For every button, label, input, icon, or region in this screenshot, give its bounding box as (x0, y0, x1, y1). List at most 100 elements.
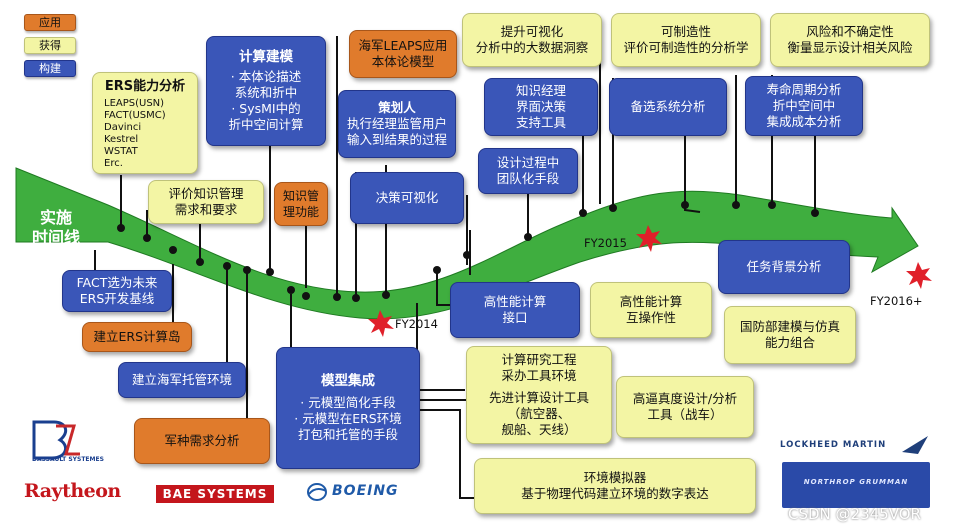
arrow-label-line: 实施 (39, 208, 72, 227)
logo-text: BOEING (332, 483, 399, 499)
timeline-dot (382, 291, 390, 299)
navy-hosting-box: 建立海军托管环境 (118, 362, 246, 398)
timeline-dot (223, 262, 231, 270)
box-title: 模型集成 (321, 373, 375, 389)
box-line: 能力组合 (764, 335, 815, 350)
risk-box: 风险和不确定性 衡量显示设计相关风险 (770, 13, 930, 67)
box-line: 海军LEAPS应用 (358, 38, 448, 53)
box-line: · 元模型在ERS环境 (294, 411, 402, 426)
box-line: 基于物理代码建立环境的数字表达 (521, 486, 709, 501)
timeline-dot (117, 224, 125, 232)
box-line: 需求和要求 (174, 202, 238, 217)
box-line: 分析中的大数据洞察 (475, 40, 589, 55)
box-line: 寿命周期分析 (766, 82, 842, 97)
logo-text: LOCKHEED MARTIN (780, 440, 887, 450)
legend-apply: 应用 (24, 14, 76, 31)
manufacturability-box: 可制造性 评价可制造性的分析学 (611, 13, 761, 67)
box-line: 支持工具 (515, 115, 566, 130)
list-item: Kestrel (104, 134, 139, 145)
decision-visualization-box: 决策可视化 (350, 172, 464, 224)
alternative-systems-box: 备选系统分析 (609, 78, 727, 136)
box-line: 知识管 (282, 189, 319, 203)
environment-simulator-box: 环境模拟器 基于物理代码建立环境的数字表达 (474, 458, 756, 514)
box-line: （航空器、 (507, 406, 571, 421)
box-line: 任务背景分析 (746, 259, 822, 274)
box-line: 评价知识管理 (168, 186, 244, 201)
box-line: · SysMI中的 (231, 101, 301, 116)
timeline-dot (609, 204, 617, 212)
timeline-dot (266, 268, 274, 276)
planner-box: 策划人 执行经理监管用户 输入到结果的过程 (338, 90, 456, 158)
box-line: 折中空间中 (772, 98, 836, 113)
arrow-label-line: 时间线 (31, 228, 80, 247)
box-line: 提升可视化 (500, 24, 564, 39)
boeing-globe-icon (307, 483, 327, 501)
connector (420, 409, 475, 499)
timeline-dot (433, 266, 441, 274)
box-line: 输入到结果的过程 (346, 132, 447, 147)
box-line: 计算研究工程 (501, 352, 577, 367)
service-requirement-box: 军种需求分析 (134, 418, 270, 464)
box-line: 集成成本分析 (766, 114, 842, 129)
milestone-fy2014: FY2014 (395, 317, 438, 331)
box-line: 采办工具环境 (501, 368, 577, 383)
milestone-star-fy2015 (636, 225, 662, 252)
box-line: 高性能计算 (619, 294, 683, 309)
hpc-interoperability-box: 高性能计算 互操作性 (590, 282, 712, 338)
box-line: 互操作性 (625, 310, 676, 325)
milestone-star-fy2014 (368, 310, 394, 337)
box-line: 先进计算设计工具 (488, 390, 589, 405)
box-line: · 本体论描述 (230, 69, 302, 84)
research-engineering-box: 计算研究工程 采办工具环境 先进计算设计工具 （航空器、 舰船、天线） (466, 346, 612, 444)
box-line: 策划人 (378, 100, 416, 115)
timeline-dot (768, 201, 776, 209)
box-line: 衡量显示设计相关风险 (787, 40, 913, 55)
timeline-dot (811, 209, 819, 217)
boeing-logo: BOEING (306, 482, 432, 502)
milestone-fy2015: FY2015 (584, 236, 627, 250)
model-integration-box: 模型集成 · 元模型简化手段 · 元模型在ERS环境 打包和托管的手段 (276, 347, 420, 469)
box-line: 工具（战车） (647, 407, 723, 422)
legend-acquire: 获得 (24, 37, 76, 54)
box-line: 舰船、天线） (501, 422, 577, 437)
evaluate-km-box: 评价知识管理 需求和要求 (148, 180, 264, 224)
ers-island-box: 建立ERS计算岛 (82, 322, 192, 352)
legend-build: 构建 (24, 60, 76, 77)
arrow-label: 实施 时间线 (28, 208, 84, 248)
km-function-box: 知识管 理功能 (274, 182, 328, 226)
lifecycle-analysis-box: 寿命周期分析 折中空间中 集成成本分析 (745, 76, 863, 136)
ers-capability-box: ERS能力分析 LEAPS(USN) FACT(USMC) Davinci Ke… (92, 72, 198, 174)
box-line: 环境模拟器 (583, 470, 647, 485)
timeline-dot (169, 246, 177, 254)
list-item: Erc. (104, 158, 123, 169)
navy-leaps-box: 海军LEAPS应用 本体论模型 (349, 30, 457, 78)
star-swoosh-icon (902, 436, 928, 454)
timeline-dot (143, 234, 151, 242)
box-line: FACT选为未来 (76, 275, 158, 290)
box-line: 设计过程中 (496, 155, 560, 170)
box-line: ERS开发基线 (79, 291, 155, 306)
northrop-grumman-logo: NORTHROP GRUMMAN (782, 462, 930, 508)
list-item: LEAPS(USN) (104, 98, 165, 109)
bae-systems-logo: BAE SYSTEMS (156, 485, 274, 503)
box-line: 团队化手段 (496, 171, 560, 186)
box-line: 知识经理 (515, 83, 566, 98)
box-title: 计算建模 (239, 49, 293, 65)
box-line: 军种需求分析 (164, 433, 240, 448)
visualization-box: 提升可视化 分析中的大数据洞察 (462, 13, 602, 67)
box-line: 建立海军托管环境 (131, 372, 232, 387)
box-line: 系统和折中 (234, 85, 298, 100)
mission-context-box: 任务背景分析 (718, 240, 850, 294)
timeline-dot (333, 293, 341, 301)
timeline-dot (302, 292, 310, 300)
watermark: CSDN @2345VOR (788, 505, 921, 523)
computational-modeling-box: 计算建模 · 本体论描述 系统和折中 · SysMI中的 折中空间计算 (206, 36, 326, 146)
box-line: 高逼真度设计/分析 (632, 391, 738, 406)
timeline-dot (579, 209, 587, 217)
list-item: Davinci (104, 122, 142, 133)
list-item: WSTAT (104, 146, 138, 157)
box-line: 建立ERS计算岛 (93, 329, 181, 344)
fact-baseline-box: FACT选为未来 ERS开发基线 (62, 270, 172, 312)
high-fidelity-box: 高逼真度设计/分析 工具（战车） (616, 376, 754, 438)
